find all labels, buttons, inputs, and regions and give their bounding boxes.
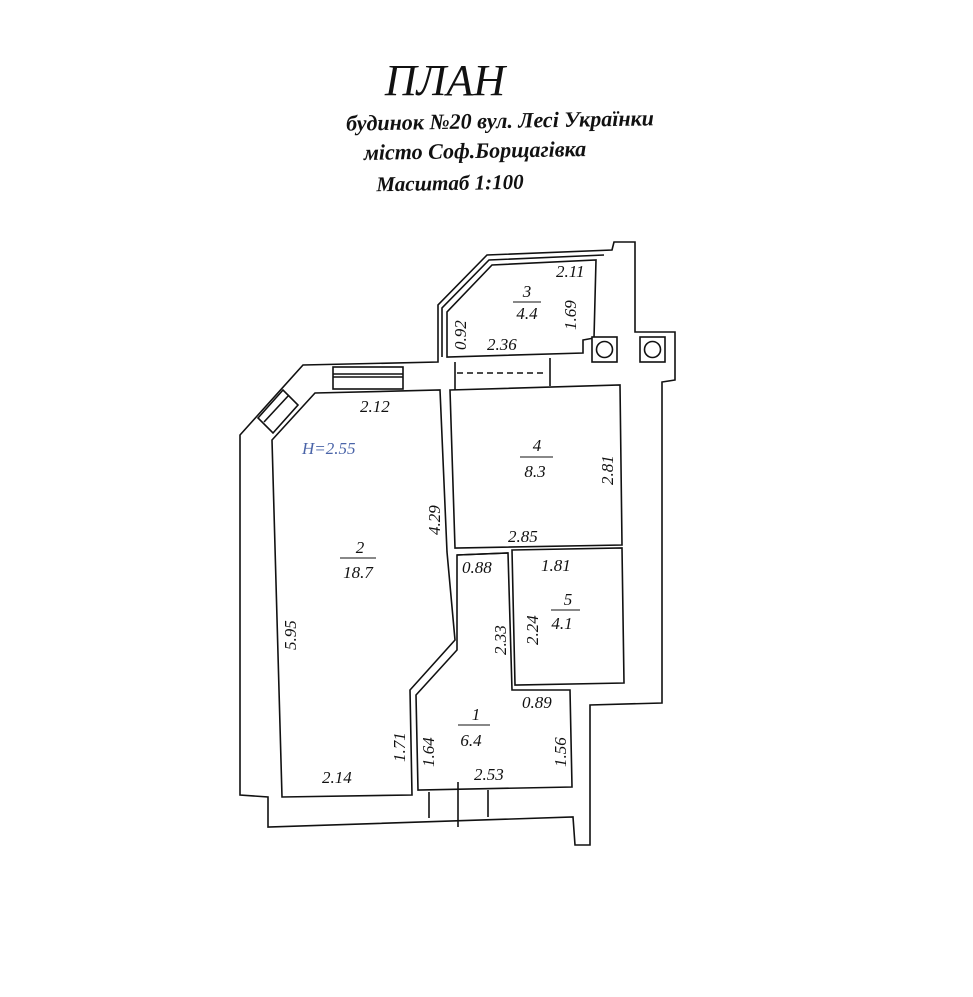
dim: 4.29 [425, 505, 444, 535]
dim: 2.14 [322, 768, 352, 787]
vent-circle-icon [643, 340, 662, 359]
dim: 1.69 [561, 300, 580, 330]
dim: 1.71 [390, 732, 409, 762]
vent-circle-icon [595, 340, 614, 359]
svg-text:8.3: 8.3 [524, 462, 545, 481]
svg-text:1: 1 [472, 705, 481, 724]
dim: 2.33 [491, 625, 510, 655]
room-label-2: 2 18.7 [340, 538, 376, 582]
svg-text:4.1: 4.1 [551, 614, 572, 633]
dim: 2.53 [474, 765, 504, 784]
dim: 2.36 [487, 335, 517, 354]
room-3 [446, 259, 597, 358]
svg-text:3: 3 [522, 282, 532, 301]
window [256, 388, 300, 435]
dim: 2.12 [360, 397, 390, 416]
room-label-4: 4 8.3 [520, 436, 553, 481]
dim: 2.24 [523, 615, 542, 645]
dim: 0.89 [522, 693, 552, 712]
room-2 [271, 389, 456, 798]
window [332, 366, 404, 390]
dim: 1.56 [551, 737, 570, 767]
dim: 5.95 [281, 620, 300, 650]
svg-text:4: 4 [533, 436, 542, 455]
room-1 [415, 552, 573, 791]
dim: 2.81 [598, 455, 617, 485]
room-label-1: 1 6.4 [458, 705, 490, 750]
dim: 0.92 [451, 320, 470, 350]
dim: 2.11 [556, 262, 585, 281]
svg-text:5: 5 [564, 590, 573, 609]
window-glass [263, 394, 290, 423]
svg-text:2: 2 [356, 538, 365, 557]
room-4 [449, 384, 623, 549]
ceiling-height: H=2.55 [301, 439, 356, 458]
room-label-5: 5 4.1 [551, 590, 580, 633]
svg-text:18.7: 18.7 [343, 563, 374, 582]
dim: 0.88 [462, 558, 492, 577]
svg-text:4.4: 4.4 [516, 304, 538, 323]
balcony-rail [441, 254, 605, 357]
dim: 1.81 [541, 556, 571, 575]
dim: 1.64 [419, 737, 438, 767]
svg-text:6.4: 6.4 [460, 731, 482, 750]
dim: 2.85 [508, 527, 538, 546]
hall-wall [456, 552, 509, 556]
room-label-3: 3 4.4 [513, 282, 541, 323]
plan-title: ПЛАН [384, 56, 506, 105]
room-5 [511, 547, 625, 686]
